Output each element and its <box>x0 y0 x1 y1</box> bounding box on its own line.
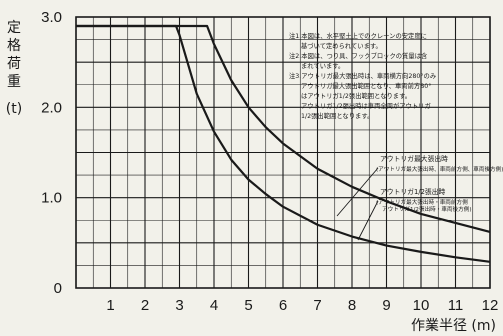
legend-label: アウトリガ1/2張出時 <box>380 187 446 196</box>
x-tick-label: 4 <box>210 297 218 314</box>
y-tick-label: 0 <box>54 280 62 297</box>
y-axis-label-char: 重 <box>7 74 21 90</box>
legend-leader-line <box>357 200 379 241</box>
x-tick-label: 12 <box>482 297 499 314</box>
series-line-max-outrigger <box>76 24 491 234</box>
x-tick-label: 11 <box>448 297 464 314</box>
plot-frame <box>75 16 491 289</box>
note-line: 注2.本図は、つり具、フックブロックの質量は含 <box>289 51 428 60</box>
x-tick-label: 3 <box>175 297 183 314</box>
x-tick-label: 2 <box>141 297 149 314</box>
note-line: アウトリガ1/2張出時は車両全周がアウトリガ <box>301 101 431 110</box>
y-axis-unit: (t) <box>6 101 22 117</box>
legend-label: アウトリガ最大張出時 <box>380 154 448 163</box>
note-line: 注1.本図は、水平堅土上でのクレーンの安定度に <box>289 31 427 40</box>
legend-leader-line <box>336 167 379 217</box>
note-line: はアウトリガ1/2張出範囲となります。 <box>301 91 411 100</box>
x-tick-label: 8 <box>348 297 356 314</box>
legend-sublabel: (アウトリガ最大張出時・車両前方側アウトリガ1/2張出時・車両後方側) <box>376 198 472 213</box>
x-tick-label: 10 <box>413 297 430 314</box>
legend-sublabel: (アウトリガ最大張出時、車両前方側、車両後方側) <box>376 165 503 173</box>
x-tick-label: 5 <box>244 297 252 314</box>
note-line: 1/2張出範囲となります。 <box>301 111 373 120</box>
note-line: 基づいて定められています。 <box>301 41 382 50</box>
note-line: まれています。 <box>301 62 344 70</box>
x-tick-label: 7 <box>313 297 321 314</box>
y-axis-label-char: 格 <box>7 38 21 54</box>
series-line-half-outrigger <box>76 24 491 263</box>
y-tick-label: 2.0 <box>41 99 62 116</box>
x-tick-label: 1 <box>106 297 114 314</box>
x-tick-label: 9 <box>382 297 390 314</box>
y-tick-label: 3.0 <box>41 9 62 26</box>
y-axis-label-char: 荷 <box>7 56 21 72</box>
x-tick-label: 6 <box>279 297 287 314</box>
y-tick-label: 1.0 <box>41 190 62 207</box>
note-line: 注3.アウトリガ最大張出時は、車両横方向280°のみ <box>289 71 436 80</box>
y-axis-label-char: 定 <box>7 20 21 36</box>
x-axis-label: 作業半径 (m) <box>411 318 496 334</box>
note-line: アウトリガ最大張出範囲となり、車両前方80° <box>301 81 431 90</box>
